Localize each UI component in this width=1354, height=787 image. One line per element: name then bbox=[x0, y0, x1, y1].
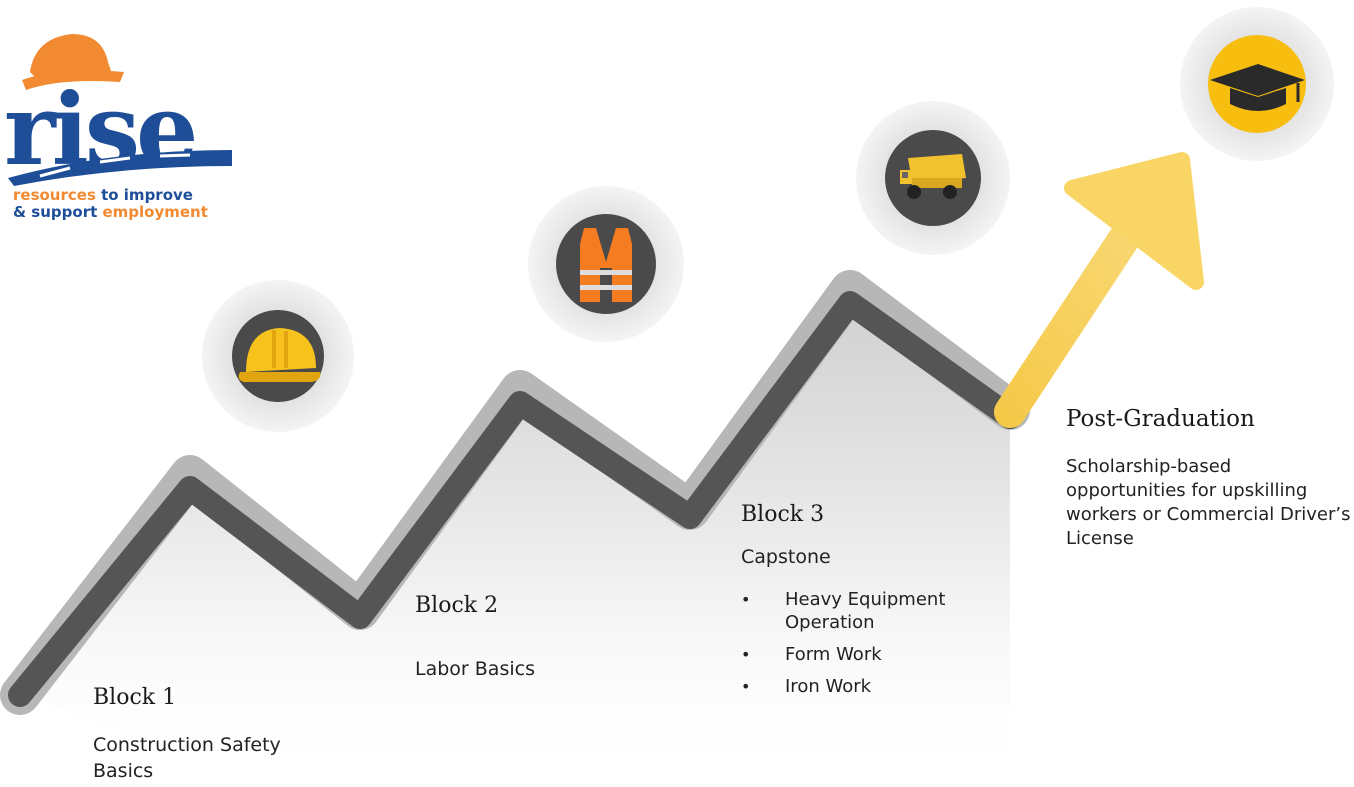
block3-list: Heavy Equipment Operation Form Work Iron… bbox=[741, 588, 1001, 707]
safety-vest-badge bbox=[528, 186, 684, 342]
stairs-line bbox=[8, 291, 1022, 707]
post-graduation-description: Scholarship-based opportunities for upsk… bbox=[1066, 456, 1351, 549]
logo-road bbox=[8, 150, 232, 186]
stairs-highlight bbox=[0, 270, 1030, 715]
stairs-shadow bbox=[20, 290, 1010, 787]
list-item: Form Work bbox=[741, 643, 1001, 666]
logo-tagline-line1: resources to improve bbox=[13, 186, 193, 204]
logo-tagline-line2: & support employment bbox=[13, 203, 208, 221]
dump-truck-badge bbox=[856, 101, 1010, 255]
hard-hat-badge bbox=[202, 280, 354, 432]
block2-description: Labor Basics bbox=[415, 658, 535, 680]
graduation-cap-icon bbox=[1210, 64, 1305, 111]
block2-title: Block 2 bbox=[415, 593, 499, 618]
post-graduation-title: Post-Graduation bbox=[1066, 406, 1255, 432]
block1-description: Construction Safety Basics bbox=[93, 734, 281, 782]
logo-hard-hat bbox=[22, 34, 124, 90]
list-item: Iron Work bbox=[741, 675, 1001, 698]
hard-hat-icon bbox=[238, 328, 321, 382]
block3-description: Capstone bbox=[741, 546, 831, 568]
list-item: Heavy Equipment Operation bbox=[741, 588, 1001, 634]
graduation-cap-badge bbox=[1180, 7, 1334, 161]
growth-arrow bbox=[994, 152, 1204, 428]
safety-vest-icon bbox=[580, 228, 632, 302]
dump-truck-icon bbox=[900, 154, 966, 199]
block3-title: Block 3 bbox=[741, 502, 825, 527]
rise-logo: rise bbox=[4, 34, 232, 188]
block1-title: Block 1 bbox=[93, 685, 177, 710]
